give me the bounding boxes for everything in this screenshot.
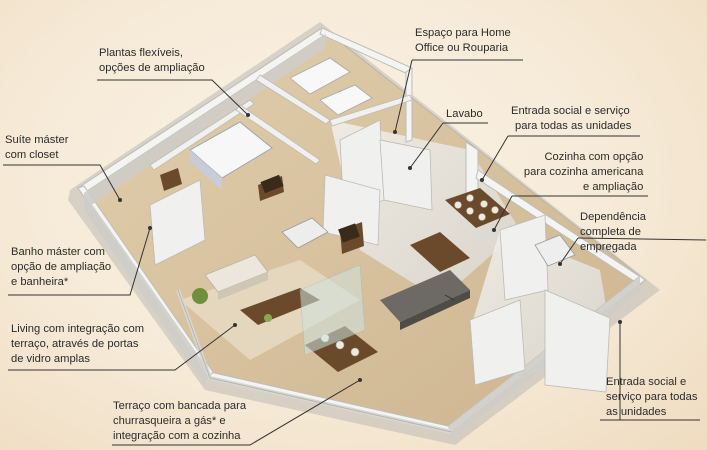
annotation-dependencia: Dependência completa de empregada bbox=[580, 210, 646, 255]
annotation-espaco: Espaço para Home Office ou Rouparia bbox=[415, 26, 511, 56]
annotation-lavabo: Lavabo bbox=[446, 107, 483, 122]
annotation-text: as unidades bbox=[606, 406, 667, 418]
annotation-text: e banheira* bbox=[11, 276, 69, 288]
annotation-text: serviço para todas bbox=[606, 391, 698, 403]
annotation-text: terraço, através de portas bbox=[11, 338, 139, 350]
annotation-text: empregada bbox=[580, 241, 637, 253]
annotation-cozinha: Cozinha com opção para cozinha americana… bbox=[518, 150, 643, 195]
annotation-suite: Suíte máster com closet bbox=[5, 133, 68, 163]
annotation-banho: Banho máster com opção de ampliação e ba… bbox=[11, 245, 111, 290]
annotation-text: Suíte máster bbox=[5, 134, 69, 146]
annotation-text: de vidro amplas bbox=[11, 353, 90, 365]
leader-lines bbox=[3, 59, 707, 446]
annotation-text: Lavabo bbox=[446, 108, 483, 120]
annotation-text: Espaço para Home bbox=[415, 27, 511, 39]
annotation-text: Plantas flexíveis, bbox=[99, 47, 183, 59]
annotation-text: Entrada social e serviço bbox=[511, 105, 630, 117]
annotation-text: com closet bbox=[5, 149, 59, 161]
annotation-text: Terraço com bancada para bbox=[113, 400, 247, 412]
annotation-text: Entrada social e bbox=[606, 376, 687, 388]
annotation-text: Cozinha com opção bbox=[544, 151, 644, 163]
annotation-text: completa de bbox=[580, 226, 641, 238]
annotation-text: opções de ampliação bbox=[99, 62, 205, 74]
annotation-text: integração com a cozinha bbox=[113, 430, 241, 442]
annotation-text: e ampliação bbox=[583, 181, 644, 193]
apartment-illustration bbox=[68, 22, 660, 445]
annotation-text: Office ou Rouparia bbox=[415, 42, 509, 54]
annotation-text: Living com integração com bbox=[11, 323, 145, 335]
annotation-text: para todas as unidades bbox=[515, 120, 632, 132]
annotation-terraco: Terraço com bancada para churrasqueira a… bbox=[113, 399, 246, 444]
annotation-text: Dependência bbox=[580, 211, 646, 223]
annotation-entrada-bottom: Entrada social e serviço para todas as u… bbox=[606, 375, 697, 420]
annotation-living: Living com integração com terraço, atrav… bbox=[11, 322, 144, 367]
annotation-plantas: Plantas flexíveis, opções de ampliação bbox=[99, 46, 205, 76]
annotation-text: para cozinha americana bbox=[523, 166, 644, 178]
annotation-entrada-top: Entrada social e serviço para todas as u… bbox=[511, 104, 631, 134]
annotation-text: opção de ampliação bbox=[11, 261, 112, 273]
annotation-text: churrasqueira a gás* e bbox=[113, 415, 226, 427]
annotation-text: Banho máster com bbox=[11, 246, 105, 258]
